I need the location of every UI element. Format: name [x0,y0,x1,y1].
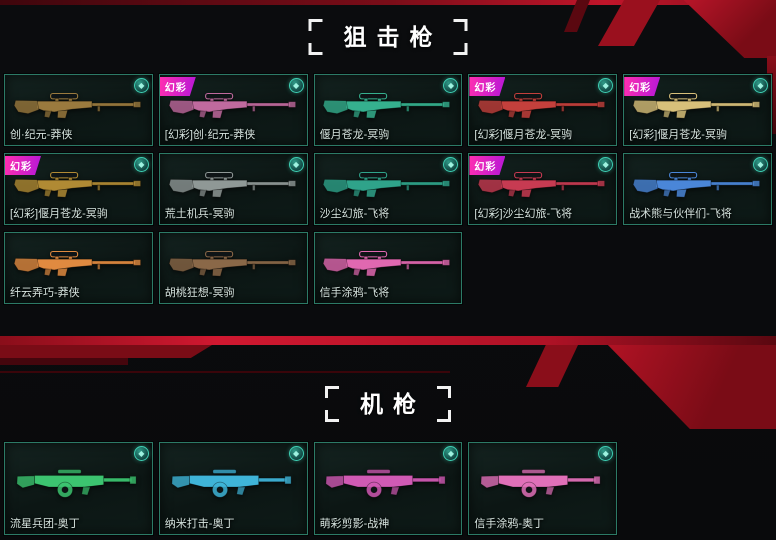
gem-icon: ◆ [443,446,459,461]
gem-icon: ◆ [133,157,149,172]
color-variant-badge: 幻彩 [624,77,660,96]
sniper-rifle-image [320,84,455,130]
skin-card[interactable]: ◆ 偃月苍龙-冥驹 [313,74,463,146]
skin-card[interactable]: 纤云弄巧-莽侠 [4,232,153,304]
skin-card[interactable]: 幻彩 ◆ [幻彩]沙尘幻旅-飞将 [468,153,618,225]
skin-name: 偃月苍龙-冥驹 [319,129,390,141]
color-variant-badge: 幻彩 [469,77,505,96]
section-header-sniper: 狙击枪 [308,19,468,55]
skin-card[interactable]: 幻彩 ◆ [幻彩]偃月苍龙-冥驹 [623,74,772,146]
skin-name: 创·纪元-莽侠 [10,129,73,141]
skin-name: [幻彩]偃月苍龙-冥驹 [629,129,727,141]
skin-name: 沙尘幻旅-飞将 [319,208,390,220]
red-divider-right-block [607,345,776,429]
section-title-machinegun: 机枪 [360,391,426,417]
gem-icon: ◆ [133,446,149,461]
skin-name: 纤云弄巧-莽侠 [10,287,80,299]
section-title-sniper: 狙击枪 [343,24,443,50]
red-accent-corner [683,0,776,58]
machine-gun-image [166,455,301,511]
sniper-skin-grid: ◆ 创·纪元-莽侠 幻彩 ◆ [幻彩]创·纪元-莽侠 ◆ 偃月苍龙-冥驹 幻彩 … [4,74,772,304]
sniper-rifle-image [166,163,301,209]
skin-name: 萌彩剪影-战神 [319,518,390,530]
color-variant-badge: 幻彩 [469,156,505,175]
skin-card[interactable]: ◆ 荒土机兵-冥驹 [158,153,308,225]
skin-card[interactable]: 幻彩 ◆ [幻彩]偃月苍龙-冥驹 [468,74,618,146]
skin-card[interactable]: 幻彩 ◆ [幻彩]创·纪元-莽侠 [158,74,308,146]
gem-icon: ◆ [288,157,304,172]
machine-gun-image [320,455,455,511]
red-divider-left-stripe [0,345,212,358]
gem-icon: ◆ [133,78,149,93]
skin-name: 荒土机兵-冥驹 [164,208,235,220]
section-header-machinegun: 机枪 [325,386,451,422]
bracket-left-icon [325,386,339,422]
skin-name: 信手涂鸦-奥丁 [474,518,545,530]
gem-icon: ◆ [598,78,614,93]
skin-card[interactable]: 幻彩 ◆ [幻彩]偃月苍龙-冥驹 [4,153,153,225]
red-divider-line [0,371,451,373]
red-accent-stripe [598,0,660,46]
machinegun-skin-grid: ◆ 流星兵团-奥丁 ◆ 纳米打击-奥丁 ◆ 萌彩剪影-战神 ◆ 信手涂鸦-奥丁 [4,442,772,535]
skin-name: 胡桃狂想-冥驹 [164,287,235,299]
red-accent-top-bar [0,0,776,5]
gem-icon: ◆ [753,157,768,172]
gem-icon: ◆ [598,446,614,461]
skin-card[interactable]: 胡桃狂想-冥驹 [158,232,308,304]
skin-name: [幻彩]偃月苍龙-冥驹 [10,208,108,220]
color-variant-badge: 幻彩 [160,77,196,96]
skin-name: [幻彩]偃月苍龙-冥驹 [474,129,573,141]
sniper-rifle-image [11,84,146,130]
bracket-left-icon [308,19,323,55]
sniper-rifle-image [11,242,146,288]
color-variant-badge: 幻彩 [5,156,41,175]
skin-name: [幻彩]创·纪元-莽侠 [164,129,256,141]
gem-icon: ◆ [598,157,614,172]
skin-name: 流星兵团-奥丁 [10,518,80,530]
skin-card[interactable]: ◆ 沙尘幻旅-飞将 [313,153,463,225]
sniper-rifle-image [320,242,455,288]
skin-name: 纳米打击-奥丁 [164,518,235,530]
skin-card[interactable]: ◆ 纳米打击-奥丁 [158,442,308,535]
gem-icon: ◆ [753,78,768,93]
skin-card[interactable]: ◆ 信手涂鸦-奥丁 [468,442,618,535]
red-divider-left-stripe2 [0,358,128,365]
sniper-rifle-image [166,242,301,288]
red-accent-stripe-thin [564,0,590,32]
skin-card[interactable]: ◆ 战术熊与伙伴们-飞将 [623,153,772,225]
sniper-rifle-image [630,163,765,209]
skin-card[interactable]: 信手涂鸦-飞将 [313,232,463,304]
machine-gun-image [11,455,146,511]
bracket-right-icon [453,19,468,55]
gem-icon: ◆ [288,446,304,461]
skin-name: 战术熊与伙伴们-飞将 [629,208,732,220]
sniper-rifle-image [320,163,455,209]
bracket-right-icon [437,386,451,422]
red-section-divider-bar [0,336,776,345]
skin-name: 信手涂鸦-飞将 [319,287,390,299]
gem-icon: ◆ [443,157,459,172]
gem-icon: ◆ [288,78,304,93]
skin-card[interactable]: ◆ 流星兵团-奥丁 [4,442,153,535]
skin-card[interactable]: ◆ 创·纪元-莽侠 [4,74,153,146]
skin-name: [幻彩]沙尘幻旅-飞将 [474,208,573,220]
red-divider-right-stripe [526,345,578,387]
machine-gun-image [475,455,610,511]
gem-icon: ◆ [443,78,459,93]
skin-card[interactable]: ◆ 萌彩剪影-战神 [313,442,463,535]
